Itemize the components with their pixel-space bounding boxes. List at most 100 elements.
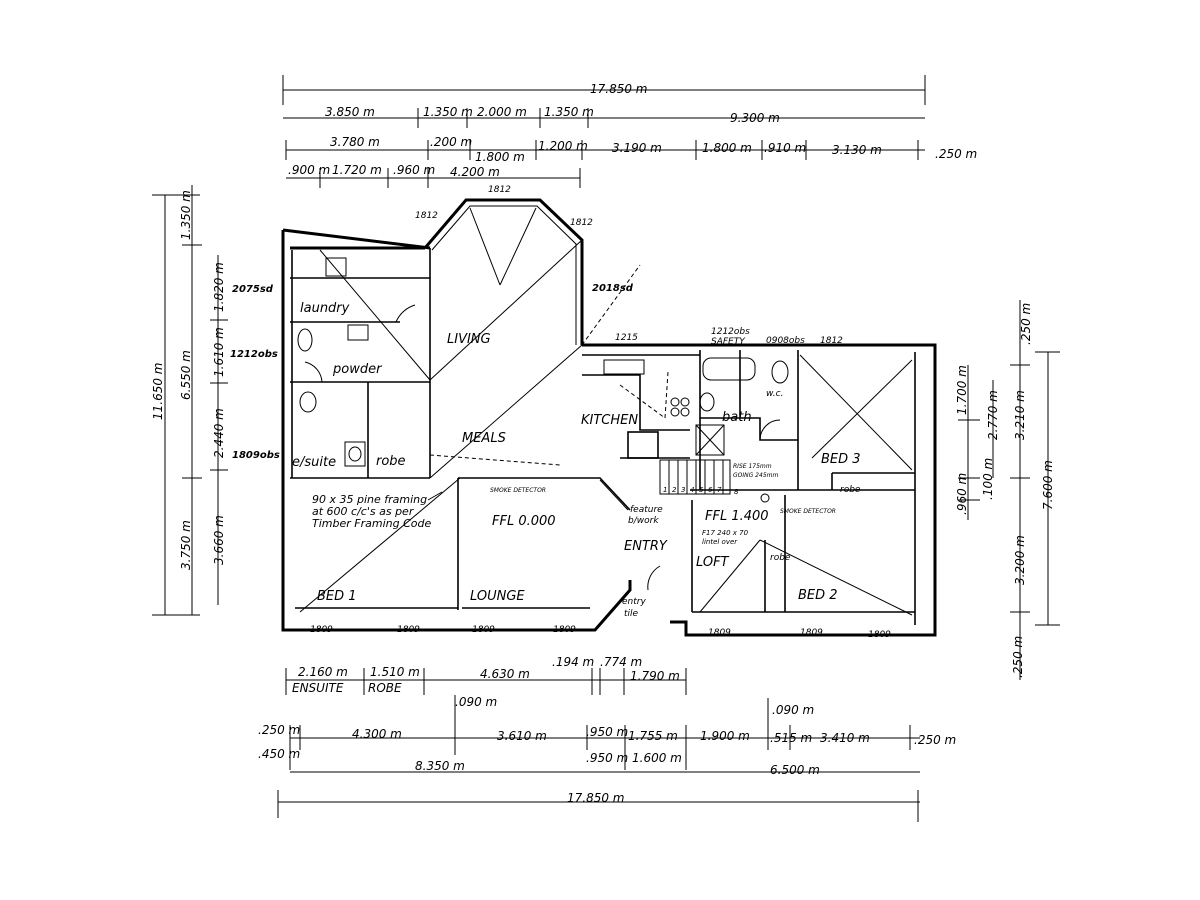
win-bed1b: 1809 (397, 625, 420, 635)
entry-door-swing (647, 565, 661, 591)
note-stair-going: GOING 245mm (733, 472, 778, 479)
esuite-basin-icon (344, 441, 366, 467)
room-bwork: b/work (628, 516, 659, 526)
dim-bottom-row3-7: 3.410 m (820, 731, 870, 745)
dim-top-row2-4: 1.800 m (702, 141, 752, 155)
dim-right-col2-3: .100 m (981, 458, 995, 500)
stair-step-4: 4 (690, 486, 694, 494)
cooktop-icon (670, 397, 680, 407)
powder-toilet-icon (297, 328, 313, 352)
room-feature: feature (630, 505, 663, 515)
dim-top-row2-2: 1.200 m (538, 139, 588, 153)
smoke-detector-icon (760, 493, 770, 503)
room-kitchen: KITCHEN (581, 413, 638, 428)
bottom-dimensions: 2.160 m 1.510 m 4.630 m .194 m .774 m 1.… (258, 655, 956, 822)
stair-step-8: 8 (734, 488, 739, 496)
dim-right-col2-1: 2.770 m (986, 390, 1000, 440)
dim-left-overall: 11.650 m (151, 363, 165, 421)
dim-right-col1-2: 3.200 m (1013, 535, 1027, 585)
dim-top-row1-3: 1.350 m (544, 105, 594, 119)
wc-toilet-icon (771, 360, 789, 384)
dim-top-row3-3: 4.200 m (450, 165, 500, 179)
dim-bottom-row2-0: .090 m (455, 695, 497, 709)
dim-left-outer-1: 6.550 m (179, 350, 193, 400)
room-meals: MEALS (462, 431, 506, 446)
win-top-bay: 1812 (488, 185, 511, 195)
room-laundry: laundry (300, 301, 350, 316)
dim-bottom-row3-3: .950 m (586, 725, 628, 739)
level-ffl-main: FFL 0.000 (492, 514, 556, 529)
dim-top-row2-5: .910 m (764, 141, 806, 155)
dim-top-row2b: 1.800 m (475, 150, 525, 164)
note-stair-rise: RISE 175mm (733, 463, 772, 470)
room-bed3: BED 3 (821, 452, 861, 467)
dim-bottom-row3-4: 1.755 m (628, 729, 678, 743)
win-bay-right: 1812 (570, 218, 593, 228)
dim-bottom-row4-4: 6.500 m (770, 763, 820, 777)
dim-bottom-row2-1: .090 m (772, 703, 814, 717)
bath-basin-icon (699, 392, 715, 412)
room-bed2-robe: robe (770, 553, 791, 563)
note-framing-0: 90 x 35 pine framing (312, 493, 427, 506)
dim-top-row1-4: 9.300 m (730, 111, 780, 125)
walls (281, 198, 937, 637)
room-bed1: BED 1 (317, 589, 357, 604)
note-lintel-1: lintel over (702, 538, 738, 546)
stair-step-2: 2 (672, 486, 677, 494)
room-loft: LOFT (696, 555, 730, 570)
dim-top-row1-0: 3.850 m (325, 105, 375, 119)
dim-bottom-row3-0: .250 m (258, 723, 300, 737)
ceiling-lines (299, 207, 913, 616)
stair-step-1: 1 (663, 486, 667, 494)
right-dimensions: 7.600 m .250 m 3.210 m 3.200 m .250 m 1.… (955, 300, 1060, 680)
dim-top-row1-2: 2.000 m (477, 105, 527, 119)
kitchen-sink-icon (603, 359, 645, 375)
powder-door-swing (304, 361, 323, 383)
dim-top-row2-7: .250 m (935, 147, 977, 161)
dim-bottom-row1-4: .774 m (600, 655, 642, 669)
note-framing-2: Timber Framing Code (312, 517, 431, 530)
dim-left-inner-3: 3.660 m (212, 515, 226, 565)
win-bay-left: 1812 (415, 211, 438, 221)
win-bed1: 1809 (310, 625, 333, 635)
win-bath-obs: 1212obs (711, 327, 750, 337)
dim-right-col1-0: .250 m (1019, 303, 1033, 345)
dim-right-col2-2: .960 m (955, 473, 969, 515)
dim-left-inner-2: 2.440 m (212, 408, 226, 458)
window-codes: 1812 1812 1812 2075sd 1212obs 1809obs 20… (230, 185, 891, 640)
stair-step-3: 3 (681, 486, 685, 494)
dim-bottom-row4-2: .950 m (586, 751, 628, 765)
room-bath: bath (722, 410, 752, 425)
dim-bottom-row1-1: 1.510 m (370, 665, 420, 679)
dim-bottom-overall: 17.850 m (567, 791, 625, 805)
note-smoke-1: SMOKE DETECTOR (490, 487, 546, 494)
win-bed3-top: 1812 (820, 336, 843, 346)
dim-left-inner-0: 1.820 m (212, 262, 226, 312)
dim-left-outer-0: 1.350 m (179, 190, 193, 240)
dim-left-outer-2: 3.750 m (179, 520, 193, 570)
win-bed2-c: 1809 (868, 630, 891, 640)
dim-top-row2-1: .200 m (430, 135, 472, 149)
powder-basin-icon (347, 324, 369, 341)
floor-levels: FFL 0.000 FFL 1.400 (492, 509, 769, 529)
win-lounge-b: 1809 (553, 625, 576, 635)
dim-bottom-row1-0: 2.160 m (298, 665, 348, 679)
dim-bottom-row3-2: 3.610 m (497, 729, 547, 743)
dim-top-row2-3: 3.190 m (612, 141, 662, 155)
dim-bottom-row1-5: 1.790 m (630, 669, 680, 683)
room-wc: w.c. (766, 389, 783, 399)
room-bed2: BED 2 (798, 588, 838, 603)
top-dimensions: 17.850 m 3.850 m 1.350 m 2.000 m 1.350 m… (282, 75, 977, 188)
win-lounge-a: 1809 (472, 625, 495, 635)
dim-bottom-row4-1: 8.350 m (415, 759, 465, 773)
room-bed3-robe: robe (840, 485, 861, 495)
dim-bottom-row4-3: 1.600 m (632, 751, 682, 765)
stair-steps (668, 460, 724, 494)
dim-left-inner-1: 1.610 m (212, 327, 226, 377)
room-entry-tile: entry (622, 597, 646, 607)
dim-top-row2-0: 3.780 m (330, 135, 380, 149)
win-powder: 1212obs (230, 349, 278, 360)
room-lounge: LOUNGE (470, 589, 525, 604)
note-smoke-2: SMOKE DETECTOR (780, 508, 836, 515)
